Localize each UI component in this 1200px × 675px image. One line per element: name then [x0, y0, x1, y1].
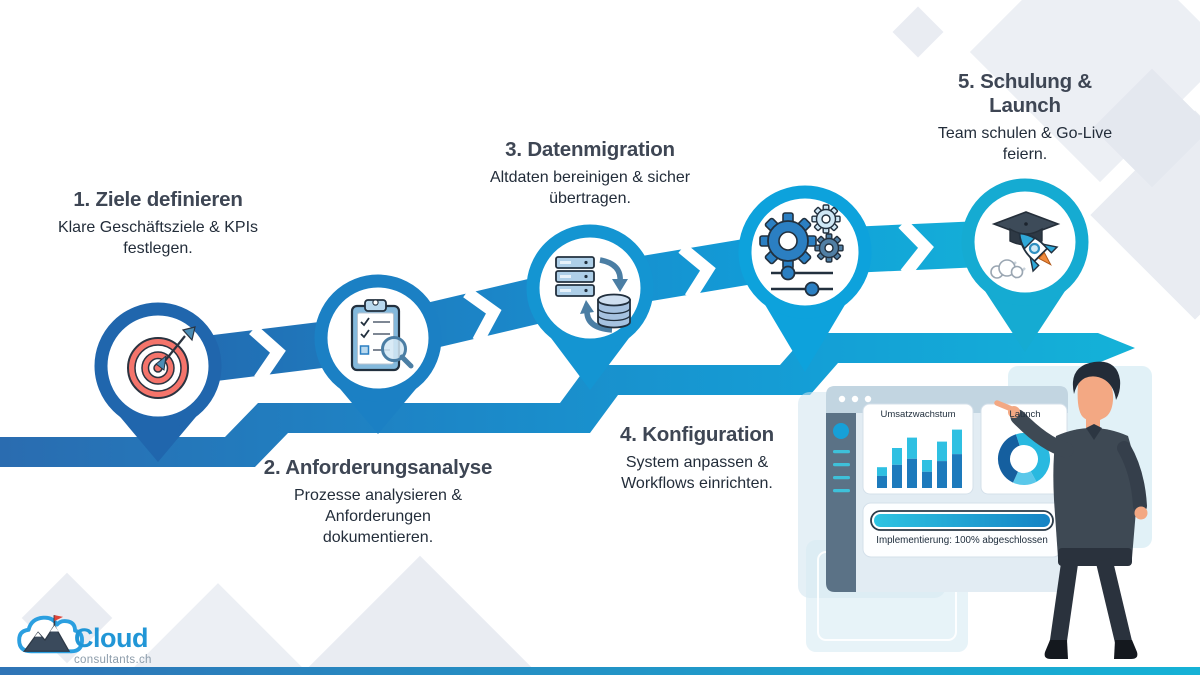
step-1-title: 1. Ziele definieren [73, 188, 243, 211]
person-illustration [994, 361, 1148, 659]
pointing-finger [994, 400, 1017, 413]
step-4-description: System anpassen & Workflows einrichten. [621, 453, 773, 492]
cloud-logo-icon [17, 615, 84, 654]
background-diamonds [21, 0, 1200, 675]
step-3-description: Altdaten bereinigen & sicher übertragen. [489, 168, 691, 207]
step-2: 2. Anforderungsanalyse Prozesse analysie… [253, 456, 503, 548]
dashboard-sidebar [826, 413, 856, 592]
step-4-title: 4. Konfiguration [620, 423, 774, 446]
step-4: 4. Konfiguration System anpassen & Workf… [577, 423, 817, 494]
jacket [1053, 428, 1137, 563]
progress-bar-fill [874, 514, 1050, 527]
step-3-title: 3. Datenmigration [505, 138, 675, 161]
gears-configuration-icon [759, 204, 844, 297]
step-2-description: Prozesse analysieren & Anforderungen dok… [293, 486, 463, 546]
target-icon [127, 326, 196, 399]
window-dots-icon [838, 395, 872, 403]
flag-icon [54, 615, 64, 622]
progress-label: Implementierung: 100% abgeschlossen [876, 535, 1048, 546]
step-2-title: 2. Anforderungsanalyse [263, 456, 493, 479]
step-5-title: 5. Schulung & Launch [957, 70, 1093, 117]
staircase-ribbon [0, 333, 1135, 467]
step-1-description: Klare Geschäftsziele & KPIs festlegen. [57, 218, 259, 257]
step-5-description: Team schulen & Go-Live feiern. [937, 124, 1113, 163]
step-1: 1. Ziele definieren Klare Geschäftsziele… [27, 188, 289, 259]
dashboard-window [826, 386, 1068, 592]
pointing-arm [1010, 409, 1074, 458]
data-migration-icon [555, 256, 631, 333]
sidebar-logo-icon [833, 423, 849, 439]
launch-chart-label: Launch [1009, 409, 1041, 420]
launch-donut-chart [998, 433, 1050, 485]
clipboard-analysis-icon [350, 299, 414, 372]
hair [1072, 361, 1121, 400]
brand-name: Cloud [74, 623, 148, 653]
step-5: 5. Schulung & Launch Team schulen & Go-L… [935, 70, 1115, 165]
revenue-bar-chart [877, 429, 962, 488]
brand-domain: consultants.ch [74, 654, 152, 666]
revenue-chart-label: Umsatzwachstum [880, 409, 956, 420]
brand-logo: Cloud consultants.ch [74, 623, 152, 667]
bottom-accent-bar [0, 667, 1200, 675]
chevron-arrow-icon [249, 219, 934, 383]
step-3: 3. Datenmigration Altdaten bereinigen & … [460, 138, 720, 209]
graduation-rocket-icon [990, 211, 1061, 279]
